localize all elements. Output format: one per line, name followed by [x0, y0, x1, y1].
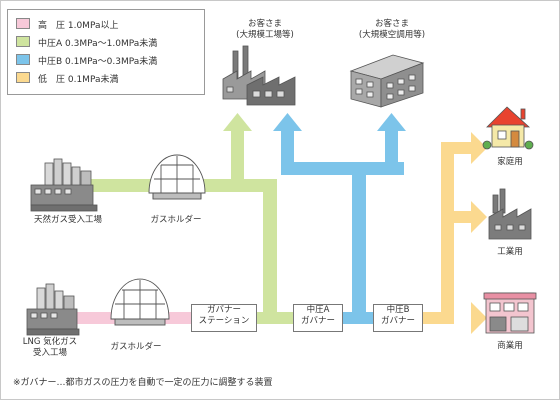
large-factory-line1: お客さま	[247, 19, 282, 29]
medium-a-pipe-down	[263, 179, 277, 324]
low-pipe-household	[441, 142, 473, 154]
lng-plant-label-line1: LNG 気化ガス	[22, 337, 78, 347]
legend-item-medium-b: 中圧B 0.1MPa〜0.3MPa未満	[16, 54, 158, 67]
medium-a-governor-line1: 中圧A	[306, 305, 330, 315]
low-arrow-industrial	[471, 201, 487, 233]
medium-b-arrow-right	[377, 113, 406, 131]
medium-b-governor-box: 中圧B ガバナー	[373, 304, 423, 332]
governor-station-line1: ガバナー	[206, 305, 241, 315]
large-ac-line2: (大規模空調用等)	[358, 30, 426, 40]
shop-icon	[483, 292, 537, 334]
medium-a-pipe-junction	[241, 179, 277, 192]
industrial-factory-icon	[488, 188, 532, 240]
medium-b-pipe-to-governor	[341, 312, 375, 324]
legend-swatch-medium-b	[16, 54, 30, 65]
legend-label-high: 高 圧 1.0MPa以上	[38, 21, 119, 31]
medium-b-governor-line1: 中圧B	[386, 305, 410, 315]
medium-a-pipe-to-factory	[231, 131, 244, 192]
governor-station-box: ガバナー ステーション	[191, 304, 257, 332]
legend-swatch-high	[16, 18, 30, 29]
legend-item-medium-a: 中圧A 0.3MPa〜1.0MPa未満	[16, 36, 158, 49]
low-pipe-riser	[441, 142, 454, 324]
medium-b-pipe-horizontal	[281, 162, 404, 175]
large-ac-line1: お客さま	[374, 19, 409, 29]
low-pipe-industrial	[441, 211, 473, 223]
industrial-label: 工業用	[497, 247, 523, 257]
legend-swatch-low	[16, 72, 30, 83]
large-building-icon	[349, 54, 425, 108]
gas-holder-bottom-label: ガスホルダー	[110, 342, 162, 352]
legend-label-medium-a: 中圧A 0.3MPa〜1.0MPa未満	[38, 39, 158, 49]
gas-holder-top-label: ガスホルダー	[150, 215, 202, 225]
lng-plant-icon	[26, 283, 80, 336]
medium-b-pipe-right-up	[385, 131, 398, 175]
low-arrow-commercial	[471, 302, 487, 334]
gas-holder-top-icon	[148, 154, 206, 200]
low-pressure-pipes	[419, 132, 487, 334]
lng-plant-label: LNG 気化ガス 受入工場	[5, 337, 95, 359]
medium-a-governor-box: 中圧A ガバナー	[293, 304, 343, 332]
footnote: ※ガバナー…都市ガスの圧力を自動で一定の圧力に調整する装置	[13, 378, 273, 388]
pressure-legend: 高 圧 1.0MPa以上 中圧A 0.3MPa〜1.0MPa未満 中圧B 0.1…	[7, 9, 205, 95]
legend-item-high: 高 圧 1.0MPa以上	[16, 18, 119, 31]
lng-plant-label-line2: 受入工場	[32, 348, 67, 358]
medium-a-arrow-up	[223, 113, 252, 131]
medium-b-pipe-down	[352, 162, 366, 324]
legend-item-low: 低 圧 0.1MPa未満	[16, 72, 119, 85]
household-label: 家庭用	[497, 157, 523, 167]
medium-a-pipe-to-governor	[249, 312, 301, 324]
legend-label-low: 低 圧 0.1MPa未満	[38, 75, 119, 85]
low-arrow-household	[471, 132, 487, 164]
governor-station-line2: ステーション	[198, 316, 250, 326]
large-factory-customer-label: お客さま (大規模工場等)	[217, 19, 313, 41]
large-factory-icon	[222, 45, 296, 106]
gas-holder-bottom-icon	[110, 278, 170, 326]
large-ac-customer-label: お客さま (大規模空調用等)	[337, 19, 447, 41]
house-icon	[482, 106, 534, 150]
medium-b-arrow-left	[273, 113, 302, 131]
legend-label-medium-b: 中圧B 0.1MPa〜0.3MPa未満	[38, 57, 158, 67]
medium-b-pipes	[273, 113, 406, 324]
medium-a-governor-line2: ガバナー	[300, 316, 335, 326]
natural-gas-plant-label: 天然ガス受入工場	[33, 215, 102, 225]
medium-b-governor-line2: ガバナー	[380, 316, 415, 326]
natural-gas-plant-icon	[30, 158, 98, 212]
large-factory-line2: (大規模工場等)	[236, 30, 294, 40]
legend-swatch-medium-a	[16, 36, 30, 47]
commercial-label: 商業用	[497, 341, 523, 351]
